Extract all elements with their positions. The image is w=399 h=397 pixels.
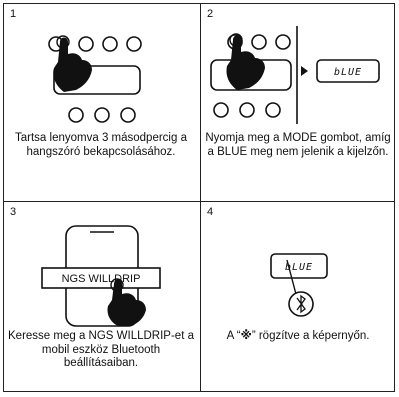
step-number: 1 bbox=[10, 8, 17, 20]
grid-divider-vertical bbox=[200, 4, 201, 391]
speaker-button bbox=[102, 36, 118, 52]
step-caption: Tartsa lenyomva 3 másodpercig a hangszór… bbox=[15, 132, 187, 158]
step-4-illustration: bLUE bbox=[201, 218, 395, 330]
speaker-button bbox=[120, 107, 136, 123]
step-2-panel: 2 bLUE bbox=[201, 4, 395, 198]
step-caption: Keresse meg a NGS WILLDRIP-et a mobil es… bbox=[8, 330, 194, 369]
display-arrow-icon bbox=[301, 66, 308, 76]
hand-press-icon bbox=[226, 33, 265, 90]
step-3-panel: 3 NGS WILLDRIP Keresse meg a NGS WILLDRI… bbox=[4, 202, 198, 396]
display-text: bLUE bbox=[285, 262, 313, 273]
speaker-button bbox=[251, 34, 267, 50]
lcd-display bbox=[316, 59, 380, 83]
step-2-illustration: bLUE bbox=[201, 20, 395, 132]
lcd-display bbox=[270, 253, 328, 279]
step-3-illustration: NGS WILLDRIP bbox=[4, 218, 198, 330]
step-number: 2 bbox=[207, 8, 214, 20]
bluetooth-icon: ※ bbox=[240, 330, 252, 342]
step-1-panel: 1 Tartsa lenyomva 3 másodp bbox=[4, 4, 198, 198]
step-number: 4 bbox=[207, 206, 214, 218]
speaker-button bbox=[213, 102, 229, 118]
instruction-grid: 1 Tartsa lenyomva 3 másodp bbox=[3, 3, 395, 392]
speaker-button bbox=[239, 102, 255, 118]
hand-press-icon bbox=[107, 278, 146, 326]
step-number: 3 bbox=[10, 206, 17, 218]
step-1-illustration bbox=[4, 20, 198, 132]
speaker-display bbox=[53, 65, 141, 95]
device-name: NGS WILLDRIP bbox=[62, 273, 141, 285]
speaker-button bbox=[265, 102, 281, 118]
speaker-button bbox=[275, 34, 291, 50]
speaker-button bbox=[68, 107, 84, 123]
step-caption: Nyomja meg a MODE gombot, amíg a BLUE me… bbox=[205, 132, 391, 158]
device-list-item bbox=[41, 267, 161, 289]
step-4-panel: 4 bLUE A “※” rögzítve a képernyőn. bbox=[201, 202, 395, 396]
speaker-button bbox=[78, 36, 94, 52]
bluetooth-icon bbox=[296, 294, 306, 314]
step-caption: A “※” rögzítve a képernyőn. bbox=[205, 330, 391, 344]
caption-prefix: A “ bbox=[226, 330, 241, 342]
display-text: bLUE bbox=[334, 67, 362, 78]
speaker-button bbox=[126, 36, 142, 52]
speaker-button bbox=[94, 107, 110, 123]
caption-suffix: ” rögzítve a képernyőn. bbox=[251, 330, 370, 342]
hand-press-icon bbox=[53, 35, 92, 92]
grid-divider-horizontal bbox=[4, 201, 394, 202]
